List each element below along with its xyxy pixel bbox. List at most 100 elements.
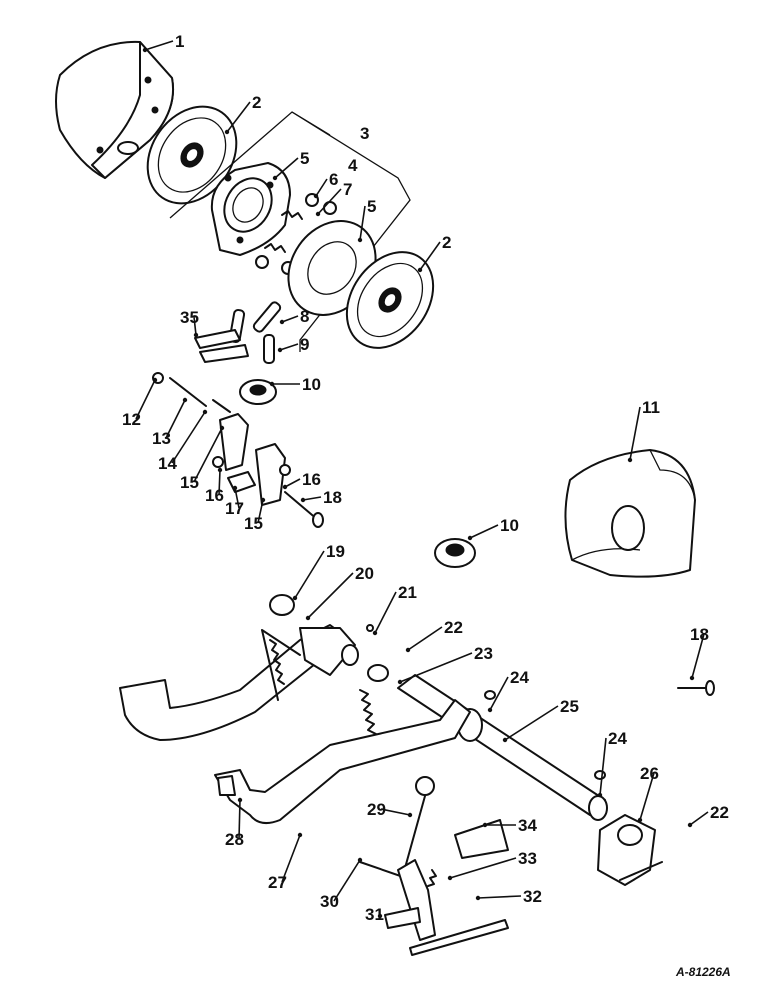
part-1-housing (55, 40, 174, 179)
part-26-22-arm (597, 814, 663, 886)
callout-c5a: 5 (300, 149, 309, 168)
callout-c18b: 18 (690, 625, 709, 644)
leader-c6 (315, 178, 328, 197)
leader-c15b (257, 499, 264, 524)
callout-c15a: 15 (180, 473, 199, 492)
leader-tip-c16a (217, 467, 223, 473)
callout-c24a: 24 (510, 668, 529, 687)
leader-tip-c34 (482, 822, 488, 828)
leader-c11 (629, 406, 641, 461)
callout-c20: 20 (355, 564, 374, 583)
leader-tip-c17 (232, 485, 238, 491)
leader-c29 (380, 808, 411, 816)
leader-c18b (691, 633, 705, 679)
leader-tip-c5b (357, 237, 363, 243)
callout-c21: 21 (398, 583, 417, 602)
leader-tip-c25 (502, 737, 508, 743)
leader-c2a (226, 101, 251, 133)
leader-c5b (359, 205, 366, 241)
leader-c15a (193, 427, 223, 483)
leader-c35 (193, 316, 197, 336)
leader-tip-c1 (142, 47, 148, 53)
callout-c11: 11 (642, 398, 660, 417)
leader-c33 (449, 857, 517, 879)
callout-c19: 19 (326, 542, 345, 561)
callout-c23: 23 (474, 644, 493, 663)
callout-c31: 31 (365, 905, 384, 924)
leader-tip-c2b (417, 267, 423, 273)
callout-c22b: 22 (710, 803, 729, 822)
leader-tip-c35 (193, 332, 199, 338)
callout-c34: 34 (518, 816, 537, 835)
leader-c25 (504, 705, 559, 741)
callout-c35: 35 (180, 308, 199, 327)
leader-tip-c8 (279, 319, 285, 325)
leader-c8 (281, 315, 299, 323)
leader-c20 (307, 572, 354, 619)
callout-c6: 6 (329, 170, 338, 189)
leader-c21 (374, 591, 397, 634)
callout-c4: 4 (348, 156, 358, 175)
leader-tip-c26 (637, 817, 643, 823)
parts-8-9-35-links (194, 301, 282, 364)
leader-tip-c14 (202, 409, 208, 415)
leader-tip-c6 (313, 193, 319, 199)
callout-c8: 8 (300, 307, 309, 326)
leader-c5a (274, 157, 299, 179)
leader-c26 (639, 772, 655, 821)
parts-29-34-lever (359, 776, 509, 956)
callout-leaders (135, 40, 709, 919)
leader-tip-c28 (237, 797, 243, 803)
callout-c27: 27 (268, 873, 287, 892)
leader-tip-c20 (305, 615, 311, 621)
leader-tip-c19 (292, 595, 298, 601)
leader-tip-c24a (487, 707, 493, 713)
leader-c1 (144, 40, 174, 51)
leader-c30 (333, 859, 361, 902)
assembly-3-bracket (169, 111, 411, 352)
drawing-code: A-81226A (675, 965, 731, 979)
leader-c10b (469, 524, 499, 539)
callout-c2a: 2 (252, 93, 261, 112)
callout-c10a: 10 (302, 375, 321, 394)
leader-tip-c30 (357, 857, 363, 863)
callout-c9: 9 (300, 335, 309, 354)
callout-c2b: 2 (442, 233, 451, 252)
leader-tip-c18b (689, 675, 695, 681)
leader-tip-c32 (475, 895, 481, 901)
part-27-28-pedal-lower (214, 699, 471, 825)
leader-c2b (419, 241, 441, 271)
leader-tip-c18a (300, 497, 306, 503)
leader-tip-c33 (447, 875, 453, 881)
callout-c24b: 24 (608, 729, 627, 748)
leader-tip-c31 (377, 913, 383, 919)
leader-c19 (294, 550, 325, 599)
leader-tip-c10b (467, 535, 473, 541)
callout-c28: 28 (225, 830, 244, 849)
leader-tip-c5a (272, 175, 278, 181)
leader-tip-c9 (277, 347, 283, 353)
leader-c24b (599, 737, 607, 796)
leader-c27 (281, 834, 301, 883)
callout-c7: 7 (343, 180, 352, 199)
leader-tip-c29 (407, 812, 413, 818)
callout-c16a: 16 (205, 486, 224, 505)
leader-c18a (302, 496, 322, 501)
callout-c15b: 15 (244, 514, 263, 533)
leader-c7 (317, 188, 342, 215)
leader-c22b (689, 811, 709, 826)
leader-tip-c23 (397, 679, 403, 685)
leader-tip-c24b (597, 792, 603, 798)
leader-c24a (489, 676, 509, 711)
leader-c14 (171, 411, 206, 464)
leader-c12 (135, 379, 156, 420)
leader-c22a (407, 626, 443, 651)
leader-tip-c27 (297, 832, 303, 838)
callout-c32: 32 (523, 887, 542, 906)
callout-c14: 14 (158, 454, 177, 473)
callout-c10b: 10 (500, 516, 519, 535)
callout-c22a: 22 (444, 618, 463, 637)
